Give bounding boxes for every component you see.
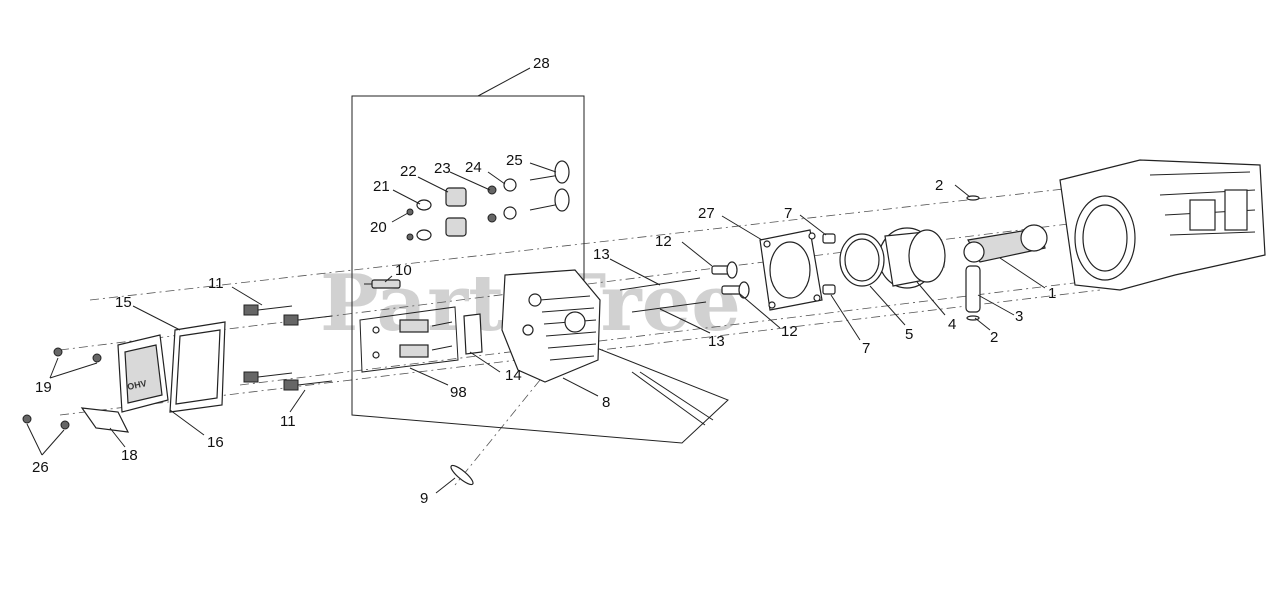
head-gasket	[759, 229, 823, 311]
callout-14: 14	[505, 367, 522, 384]
callout-98: 98	[450, 384, 467, 401]
callout-12-bottom: 12	[781, 323, 798, 340]
callout-12-top: 12	[655, 233, 672, 250]
pushrod-bottom	[631, 301, 707, 313]
callout-23: 23	[434, 160, 451, 177]
breather-bracket	[80, 407, 130, 433]
callout-27: 27	[698, 205, 715, 222]
callout-28: 28	[533, 55, 550, 72]
callout-13-top: 13	[593, 246, 610, 263]
callout-2-top: 2	[935, 177, 943, 194]
callout-5: 5	[905, 326, 913, 343]
kit-boundary-box	[351, 95, 729, 444]
callout-16: 16	[207, 434, 224, 451]
leader-lines	[26, 67, 1046, 494]
valve-cover-gasket-inner	[175, 329, 221, 405]
callout-4: 4	[948, 316, 956, 333]
cover-logo: OHV	[126, 378, 147, 392]
rocker-arm-kit	[359, 306, 459, 373]
connecting-rod	[963, 195, 1048, 321]
rocker-bracket	[463, 313, 483, 355]
pushrod-top	[619, 277, 701, 291]
dowel-pin-top	[822, 233, 836, 244]
spark-plug	[364, 279, 401, 289]
callout-2-bottom: 2	[990, 329, 998, 346]
callout-13-bottom: 13	[708, 333, 725, 350]
callout-8: 8	[602, 394, 610, 411]
callout-19: 19	[35, 379, 52, 396]
callout-labels: 28 25 24 23 22 21 20 10 98 14 8 9 11 11 …	[32, 55, 1056, 507]
callout-22: 22	[400, 163, 417, 180]
assembly-axis-lines	[59, 177, 1261, 486]
callout-21: 21	[373, 178, 390, 195]
callout-3: 3	[1015, 308, 1023, 325]
dowel-pin-bottom	[822, 284, 836, 295]
callout-24: 24	[465, 159, 482, 176]
pushrod-guides	[711, 261, 750, 299]
cylinder-head	[501, 269, 601, 383]
callout-11-bottom: 11	[280, 413, 296, 430]
callout-18: 18	[121, 447, 138, 464]
callout-15: 15	[115, 294, 132, 311]
o-ring-9	[450, 464, 474, 486]
callout-9: 9	[420, 490, 428, 507]
callout-25: 25	[506, 152, 523, 169]
valve-train	[406, 160, 570, 241]
head-studs	[631, 371, 714, 426]
callout-7-top: 7	[784, 205, 792, 222]
callout-1: 1	[1048, 285, 1056, 302]
engine-block	[1059, 159, 1266, 291]
callout-7-bottom: 7	[862, 340, 870, 357]
valve-cover: OHV	[117, 334, 169, 413]
head-bolts	[243, 304, 333, 391]
callout-10: 10	[395, 262, 412, 279]
piston-pin	[965, 265, 981, 313]
callout-20: 20	[370, 219, 387, 236]
cover-screws	[22, 347, 102, 430]
piston	[878, 227, 946, 289]
callout-11-top: 11	[208, 275, 224, 292]
piston-rings	[839, 233, 885, 287]
callout-26: 26	[32, 459, 49, 476]
